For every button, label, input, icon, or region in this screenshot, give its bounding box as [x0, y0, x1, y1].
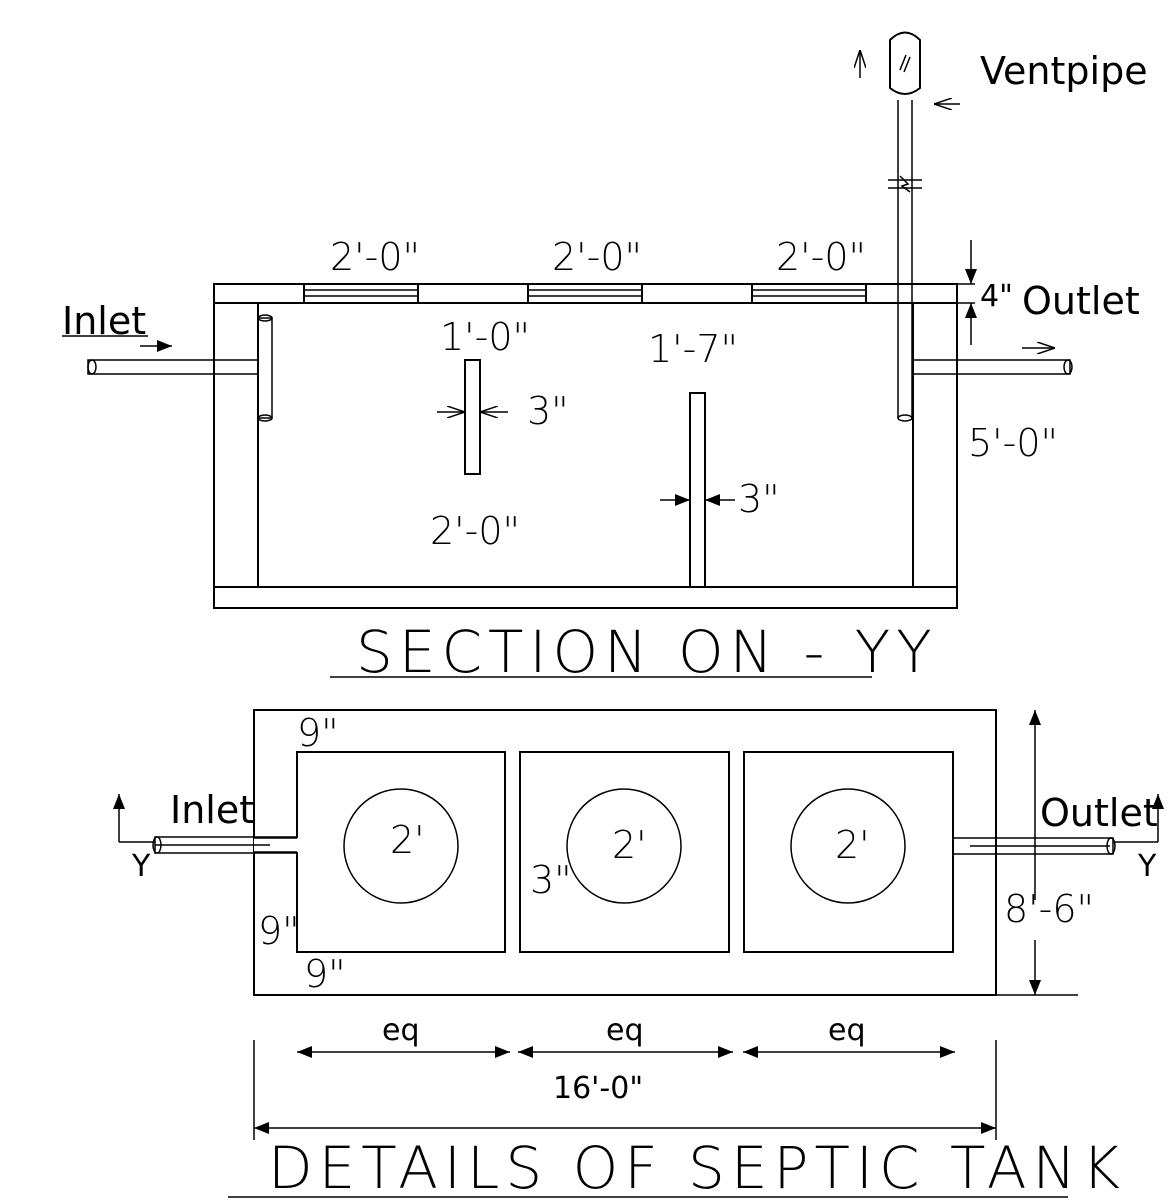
slab-opening-3: 2'-0"	[776, 235, 866, 279]
width-dimension	[996, 710, 1078, 996]
section-view: Inlet Outlet Ventpipe 2'-0" 2'-0" 2'-0" …	[62, 31, 1148, 686]
wall-left-label: 9"	[258, 909, 300, 953]
plan-title: DETAILS OF SEPTIC TANK	[268, 1134, 1126, 1202]
plan-view: 2' 2' 2' Y Y Inlet O	[113, 709, 1164, 1202]
baffle2-thickness-label: 3"	[738, 477, 780, 521]
partition-label: 3"	[530, 858, 572, 902]
wall-bottom-label: 9"	[304, 952, 346, 996]
slab-opening-1: 2'-0"	[330, 235, 420, 279]
baffle-2	[689, 392, 706, 588]
manhole-3-label: 2'	[835, 823, 870, 867]
plan-inlet-pipe	[152, 836, 298, 854]
section-outlet-label: Outlet	[1022, 279, 1140, 323]
eq-label-2: eq	[606, 1013, 644, 1048]
section-mark-right	[1113, 794, 1164, 843]
length-dimension	[253, 1040, 997, 1140]
slab-covers	[303, 283, 867, 304]
vent-pipe	[888, 31, 922, 422]
eq-label-1: eq	[382, 1013, 420, 1048]
plan-outlet-pipe	[952, 837, 1116, 855]
slab-opening-2: 2'-0"	[552, 235, 642, 279]
slab-thickness-label: 4"	[980, 279, 1013, 314]
right-wall	[912, 302, 958, 588]
baffle-gap-label: 2'-0"	[430, 509, 520, 553]
section-mark-left	[113, 794, 155, 843]
section-mark-left-label: Y	[131, 849, 151, 884]
section-title: SECTION ON - YY	[356, 618, 938, 686]
baffle2-depth-label: 1'-7"	[648, 327, 738, 371]
manhole-1-label: 2'	[390, 818, 425, 862]
slab-thickness-dimension	[957, 240, 977, 345]
manhole-2	[566, 788, 682, 904]
top-slab	[213, 283, 958, 304]
left-wall	[213, 302, 259, 588]
outlet-pipe	[912, 359, 1073, 375]
eq-label-3: eq	[828, 1013, 866, 1048]
plan-chamber-2	[519, 751, 730, 953]
width-label: 8'-6"	[1004, 887, 1094, 931]
plan-outlet-label: Outlet	[1040, 791, 1158, 835]
inlet-pipe	[87, 314, 273, 422]
baffle1-depth-label: 1'-0"	[440, 315, 530, 359]
ventpipe-label: Ventpipe	[980, 49, 1148, 93]
plan-inlet-label: Inlet	[170, 788, 254, 832]
section-mark-right-label: Y	[1137, 849, 1157, 884]
length-label: 16'-0"	[553, 1071, 643, 1106]
tank-depth-label: 5'-0"	[968, 421, 1058, 465]
baffle-1	[464, 359, 481, 475]
manhole-3	[790, 788, 906, 904]
manhole-1	[343, 788, 459, 904]
baffle1-thickness-label: 3"	[527, 389, 569, 433]
bottom-slab	[213, 586, 958, 609]
wall-top-label: 9"	[297, 711, 339, 755]
manhole-2-label: 2'	[612, 823, 647, 867]
